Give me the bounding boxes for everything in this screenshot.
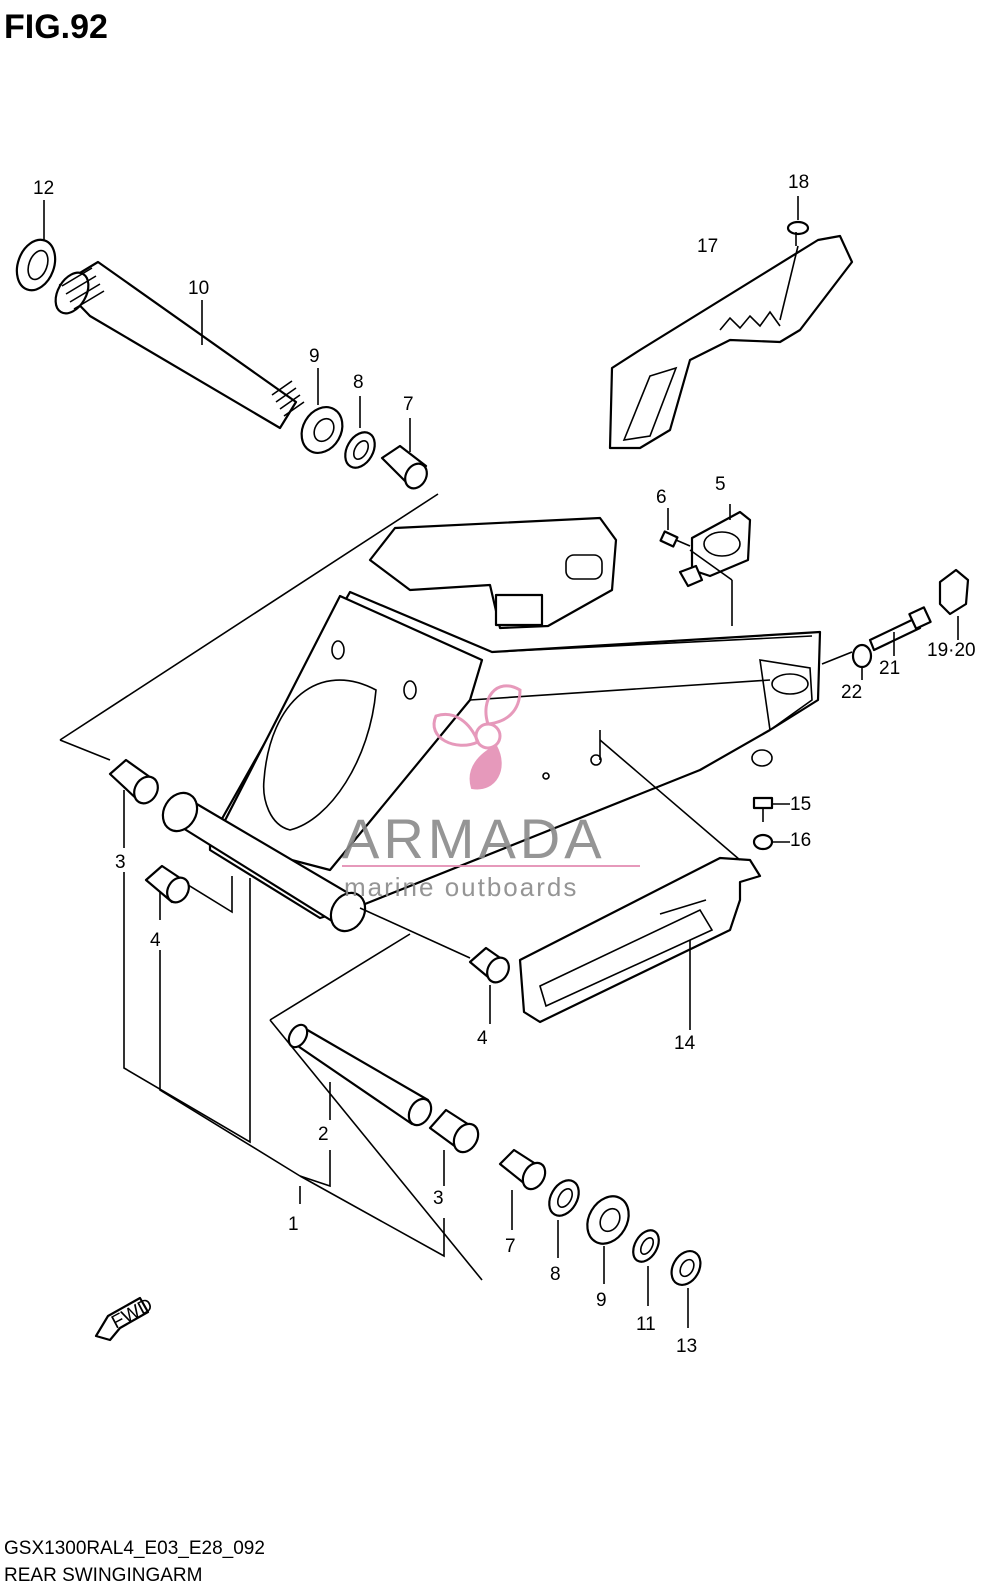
part-21-adjuster-bolt xyxy=(868,606,932,656)
watermark-tagline: marine outboards xyxy=(344,872,578,902)
callout-14: 14 xyxy=(674,1033,696,1054)
part-15-bolt xyxy=(752,796,790,822)
part-7-bush-top xyxy=(380,418,428,490)
callout-5: 5 xyxy=(715,474,726,495)
part-5-bracket xyxy=(678,504,752,626)
part-19-20-adjuster xyxy=(938,568,970,640)
part-13-nut xyxy=(670,1250,702,1328)
callout-7-top: 7 xyxy=(403,394,414,415)
part-17-chain-case xyxy=(608,234,854,450)
part-12-washer xyxy=(632,1229,660,1306)
part-7-bush-lower xyxy=(498,1148,547,1230)
callout-4-right: 4 xyxy=(477,1028,488,1049)
callout-1: 1 xyxy=(288,1214,299,1235)
callout-7-lower: 7 xyxy=(505,1236,516,1257)
part-6-bolt xyxy=(659,508,691,548)
figure-name: REAR SWINGINGARM xyxy=(4,1565,203,1586)
callout-8-top: 8 xyxy=(353,372,364,393)
callout-labels: 12 10 9 8 7 18 17 5 6 19·20 21 22 15 16 … xyxy=(33,172,976,1357)
part-1-swingarm xyxy=(161,516,822,933)
callout-6: 6 xyxy=(656,487,667,508)
part-22-nut xyxy=(821,643,873,680)
fwd-label: FWD xyxy=(108,1295,156,1334)
part-16-nut xyxy=(752,833,790,851)
callout-12: 11 xyxy=(636,1314,656,1335)
callout-16: 16 xyxy=(790,830,811,851)
part-14-chain-buffer xyxy=(518,856,762,1030)
callout-3-lower: 3 xyxy=(433,1188,444,1209)
part-9-spacer-lower xyxy=(586,1195,630,1284)
callout-13: 13 xyxy=(676,1336,697,1357)
callout-4-left: 4 xyxy=(150,930,161,951)
part-3-bearing-lower xyxy=(428,1108,480,1154)
callout-17: 17 xyxy=(697,236,718,257)
callout-11: 12 xyxy=(33,178,54,199)
part-8-washer-lower xyxy=(548,1179,580,1258)
part-10-pivot-shaft xyxy=(54,260,305,430)
watermark-logo: ARMADA marine outboards xyxy=(342,684,640,902)
model-code: GSX1300RAL4_E03_E28_092 xyxy=(4,1538,265,1559)
figure-title: FIG.92 xyxy=(4,8,108,46)
part-18-screw xyxy=(779,196,810,321)
callout-2: 2 xyxy=(318,1124,329,1145)
part-11-oil-seal xyxy=(15,200,57,292)
callout-10: 10 xyxy=(188,278,209,299)
part-2-pipe xyxy=(287,1023,433,1127)
part-9-spacer-top xyxy=(300,368,344,454)
callout-15: 15 xyxy=(790,794,811,815)
part-4-bearing-right xyxy=(468,946,510,984)
part-3-bearing-left xyxy=(108,758,159,805)
callout-19-20: 19·20 xyxy=(927,640,976,661)
callout-leader-lines xyxy=(59,493,741,1281)
callout-3-left: 3 xyxy=(115,852,126,873)
callout-21: 21 xyxy=(879,658,900,679)
part-8-washer-top xyxy=(344,396,376,469)
fwd-direction-arrow: FWD xyxy=(94,1295,156,1342)
callout-8-lower: 8 xyxy=(550,1264,561,1285)
callout-9-lower: 9 xyxy=(596,1290,607,1311)
part-4-bearing-left xyxy=(144,864,190,904)
callout-22: 22 xyxy=(841,682,862,703)
callout-9-top: 9 xyxy=(309,346,320,367)
callout-18: 18 xyxy=(788,172,809,193)
watermark-brand: ARMADA xyxy=(342,807,606,870)
